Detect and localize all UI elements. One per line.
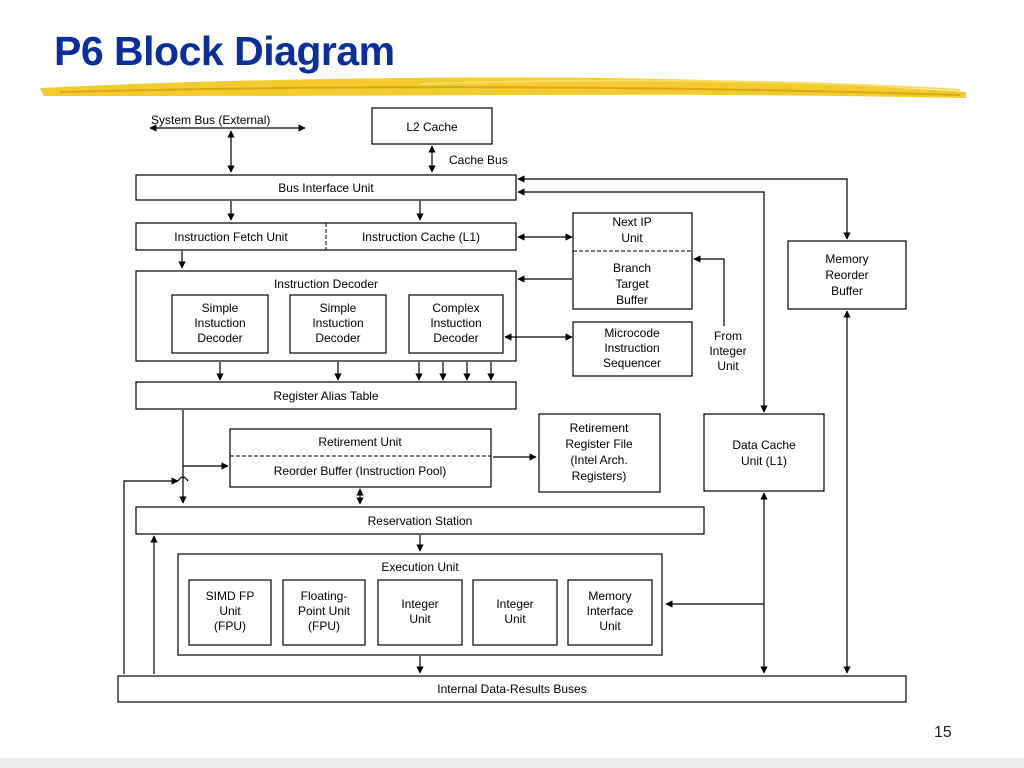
simple-decoder-2-line-1: Simple — [320, 301, 357, 315]
simd-fp-unit-box: SIMD FP Unit (FPU) — [188, 579, 272, 646]
dcu-line-1: Data Cache — [732, 438, 796, 452]
mob-line-2: Reorder — [825, 268, 868, 282]
complex-decoder-line-3: Decoder — [433, 331, 478, 345]
memory-interface-unit-box: Memory Interface Unit — [567, 579, 653, 646]
rrf-line-3: (Intel Arch. — [570, 453, 627, 467]
complex-decoder-line-1: Complex — [432, 301, 479, 315]
rrf-line-2: Register File — [565, 437, 633, 451]
mob-line-3: Buffer — [831, 284, 863, 298]
simple-decoder-2-line-3: Decoder — [315, 331, 360, 345]
next-ip-label-1: Next IP — [612, 215, 651, 229]
reorder-buffer-label: Reorder Buffer (Instruction Pool) — [274, 464, 447, 478]
fpu-line-3: (FPU) — [308, 619, 340, 633]
reservation-station-label: Reservation Station — [368, 514, 473, 528]
system-bus-label: System Bus (External) — [151, 113, 270, 127]
register-alias-table-label: Register Alias Table — [273, 389, 378, 403]
internal-buses-box: Internal Data-Results Buses — [117, 675, 907, 703]
instruction-cache-label: Instruction Cache (L1) — [362, 230, 480, 244]
retirement-unit-label: Retirement Unit — [318, 435, 402, 449]
simple-decoder-1-line-2: Instuction — [194, 316, 245, 330]
footer-bar — [0, 758, 1024, 768]
internal-buses-label: Internal Data-Results Buses — [437, 682, 586, 696]
fetch-cache-box: Instruction Fetch Unit Instruction Cache… — [135, 222, 517, 251]
btb-label-1: Branch — [613, 261, 651, 275]
simd-line-2: Unit — [219, 604, 241, 618]
integer-unit-1-box: Integer Unit — [377, 579, 463, 646]
instruction-decoder-label: Instruction Decoder — [274, 277, 378, 291]
bus-interface-unit-box: Bus Interface Unit — [135, 174, 517, 201]
mob-line-1: Memory — [825, 252, 868, 266]
from-integer-line-3: Unit — [717, 359, 739, 373]
int1-line-1: Integer — [401, 597, 438, 611]
reservation-station-box: Reservation Station — [135, 506, 705, 535]
simple-decoder-1-line-1: Simple — [202, 301, 239, 315]
memory-reorder-buffer-box: Memory Reorder Buffer — [787, 240, 907, 310]
slide-title: P6 Block Diagram — [54, 28, 395, 74]
bus-interface-unit-label: Bus Interface Unit — [278, 181, 374, 195]
buses-to-rob-arrow — [123, 477, 179, 674]
biu-dcu-arrow — [517, 188, 768, 413]
from-integer-line-2: Integer — [709, 344, 746, 358]
simple-decoder-2-line-2: Instuction — [312, 316, 363, 330]
data-cache-unit-box: Data Cache Unit (L1) — [703, 413, 825, 492]
int2-line-2: Unit — [504, 612, 526, 626]
page-number: 15 — [934, 724, 952, 741]
integer-unit-2-box: Integer Unit — [472, 579, 558, 646]
next-ip-btb-box: Next IP Unit Branch Target Buffer — [572, 212, 693, 310]
microcode-line-3: Sequencer — [603, 356, 661, 370]
fpu-line-2: Point Unit — [298, 604, 351, 618]
btb-label-2: Target — [615, 277, 649, 291]
l2-cache-box: L2 Cache — [371, 107, 493, 145]
simple-decoder-1-line-3: Decoder — [197, 331, 242, 345]
simple-decoder-2-box: Simple Instuction Decoder — [289, 294, 387, 354]
microcode-sequencer-box: Microcode Instruction Sequencer — [572, 321, 693, 377]
rrf-line-4: Registers) — [572, 469, 627, 483]
from-integer-line-1: From — [714, 329, 742, 343]
register-alias-table-box: Register Alias Table — [135, 381, 517, 410]
l2-cache-label: L2 Cache — [406, 120, 458, 134]
from-integer-to-btb-arrow — [693, 255, 725, 326]
miu-line-2: Interface — [587, 604, 634, 618]
biu-mob-arrow — [517, 175, 851, 240]
microcode-line-1: Microcode — [604, 326, 660, 340]
fpu-line-1: Floating- — [301, 589, 348, 603]
floating-point-unit-box: Floating- Point Unit (FPU) — [282, 579, 366, 646]
next-ip-label-2: Unit — [621, 231, 643, 245]
int2-line-1: Integer — [496, 597, 533, 611]
line-hop — [177, 476, 189, 482]
btb-label-3: Buffer — [616, 293, 648, 307]
simple-decoder-1-box: Simple Instuction Decoder — [171, 294, 269, 354]
title-underline — [40, 77, 966, 98]
rrf-line-1: Retirement — [570, 421, 629, 435]
miu-line-3: Unit — [599, 619, 621, 633]
complex-decoder-box: Complex Instuction Decoder — [408, 294, 504, 354]
cache-bus-label: Cache Bus — [449, 153, 508, 167]
int1-line-2: Unit — [409, 612, 431, 626]
miu-line-1: Memory — [588, 589, 631, 603]
complex-decoder-line-2: Instuction — [430, 316, 481, 330]
simd-line-1: SIMD FP — [206, 589, 255, 603]
simd-line-3: (FPU) — [214, 619, 246, 633]
dcu-line-2: Unit (L1) — [741, 454, 787, 468]
retirement-register-file-box: Retirement Register File (Intel Arch. Re… — [538, 413, 661, 493]
retirement-reorder-box: Retirement Unit Reorder Buffer (Instruct… — [229, 428, 492, 488]
instruction-fetch-unit-label: Instruction Fetch Unit — [174, 230, 288, 244]
microcode-line-2: Instruction — [604, 341, 659, 355]
execution-unit-label: Execution Unit — [381, 560, 459, 574]
